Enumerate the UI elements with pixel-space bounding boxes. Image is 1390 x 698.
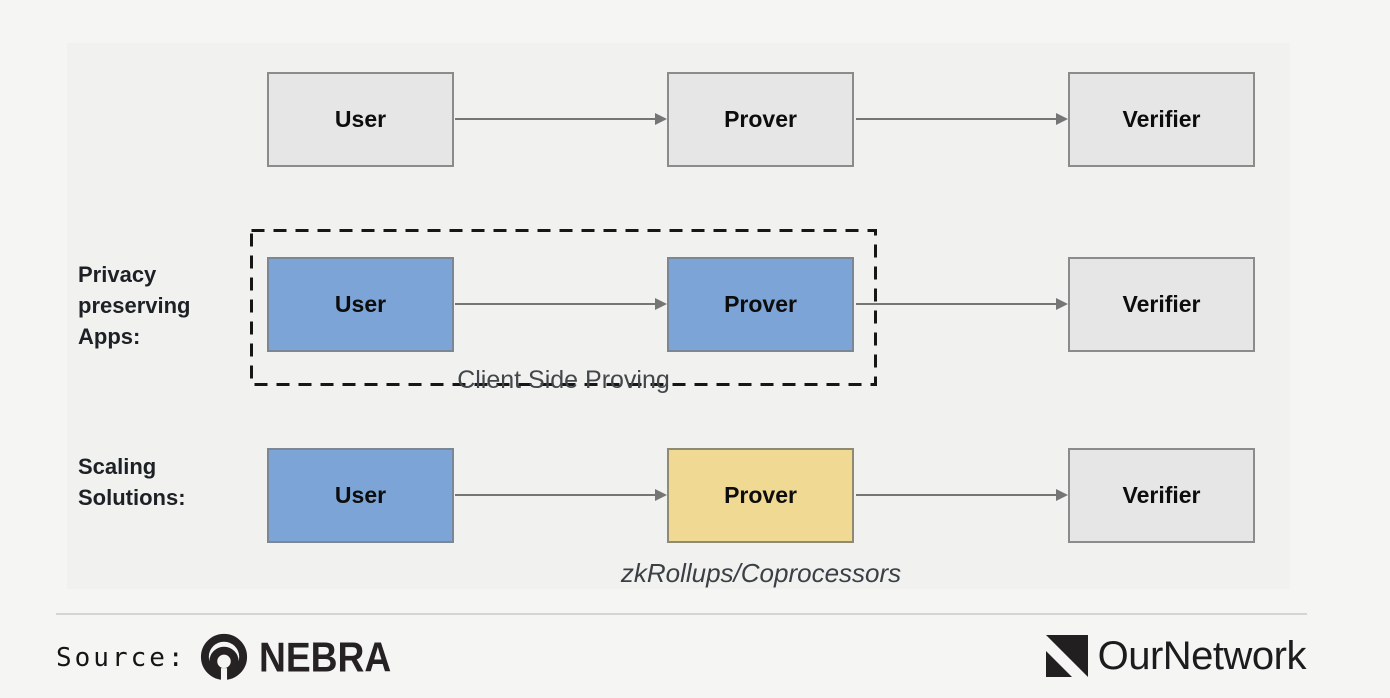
flow-arrow [455,113,667,125]
source-label: Source: [56,643,187,673]
nebra-wordmark: NEBRA [258,634,391,681]
node-verifier-row1: Verifier [1068,72,1255,167]
arrowhead-icon [1056,298,1068,310]
footer-divider [56,613,1307,615]
dashed-border [250,229,877,386]
node-label: Prover [724,106,797,132]
arrowhead-icon [1056,489,1068,501]
arrowhead-icon [655,113,667,125]
node-user-row3: User [267,448,454,543]
node-verifier-row2: Verifier [1068,257,1255,352]
node-prover-row1: Prover [667,72,854,167]
arrowhead-icon [655,489,667,501]
node-prover-row3: Prover [667,448,854,543]
flow-arrow [856,298,1068,310]
zkrollups-annotation: zkRollups/Coprocessors [620,558,902,588]
row-label-scaling-solutions: Scaling Solutions: [78,454,186,510]
node-label: Verifier [1122,106,1201,132]
arrowhead-icon [655,298,667,310]
ournetwork-brand: OurNetwork [1045,632,1307,680]
ournetwork-wordmark: OurNetwork [1097,633,1307,678]
node-label: Prover [724,482,797,508]
nebra-logo-icon [200,633,247,685]
arrowhead-icon [1056,113,1068,125]
node-label: Prover [724,291,797,317]
node-prover-row2: Prover [667,257,854,352]
node-user-row1: User [267,72,454,167]
node-user-row2: User [267,257,454,352]
node-label: User [334,291,387,317]
flow-arrow [455,298,667,310]
node-label: User [334,482,387,508]
flow-arrow [455,489,667,501]
client-side-proving-group: Client Side Proving [250,229,877,394]
ournetwork-logo-icon [1045,635,1088,677]
node-label: Verifier [1122,482,1201,508]
node-label: Verifier [1122,291,1201,317]
flow-arrow [856,113,1068,125]
node-label: User [334,106,387,132]
flow-arrow [856,489,1068,501]
node-verifier-row3: Verifier [1068,448,1255,543]
row-label-privacy-apps: Privacy preserving Apps: [78,262,191,349]
group-label: Client Side Proving [457,366,670,394]
source-attribution: Source: NEBRA [56,630,401,686]
